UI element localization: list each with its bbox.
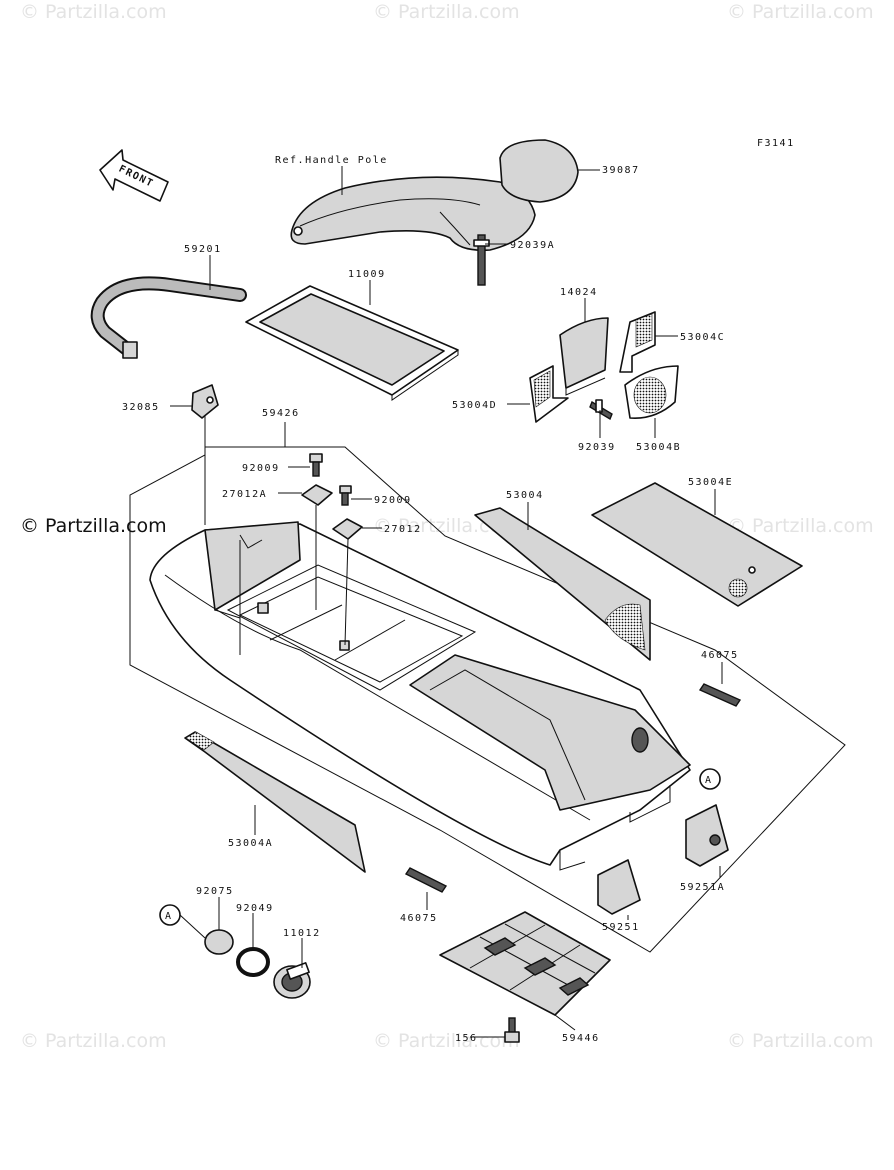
leader-lines <box>170 166 723 1038</box>
label-92049: 92049 <box>236 903 274 914</box>
watermarks: © Partzilla.com © Partzilla.com © Partzi… <box>20 1 874 1052</box>
part-92039A-pin <box>473 234 490 286</box>
hull-part <box>149 521 691 871</box>
watermark-bottom-left: © Partzilla.com <box>20 1030 167 1052</box>
part-53004E-panel <box>591 482 803 607</box>
part-27012A-nut <box>301 484 333 506</box>
part-92075-cap <box>204 929 234 955</box>
watermark-top-center: © Partzilla.com <box>373 1 520 23</box>
part-59251-bracket <box>597 859 641 915</box>
part-11012-cover <box>273 962 311 999</box>
part-53004D-cover <box>529 365 569 423</box>
label-53004E: 53004E <box>688 477 733 488</box>
label-59426: 59426 <box>262 408 300 419</box>
label-11009: 11009 <box>348 269 386 280</box>
label-59201: 59201 <box>184 244 222 255</box>
label-53004C: 53004C <box>680 332 725 343</box>
part-59201-rail <box>90 276 247 359</box>
part-labels: Ref.Handle Pole 39087 92039A 59201 11009… <box>122 155 739 1044</box>
watermark-middle-right: © Partzilla.com <box>727 515 874 537</box>
front-arrow-icon: FRONT <box>99 149 169 202</box>
part-92009-bolt-b <box>339 485 352 506</box>
label-53004B: 53004B <box>636 442 681 453</box>
callout-a-left: A <box>159 904 181 926</box>
part-92009-bolt-a <box>309 453 323 477</box>
callout-a-right: A <box>699 768 721 790</box>
label-59251A: 59251A <box>680 882 725 893</box>
figure-code: F3141 <box>757 138 795 149</box>
label-59251: 59251 <box>602 922 640 933</box>
part-32085-block <box>191 384 219 419</box>
part-53004A-side-cover <box>184 731 366 873</box>
label-92009-a: 92009 <box>242 463 280 474</box>
label-53004A: 53004A <box>228 838 273 849</box>
watermark-bottom-center: © Partzilla.com <box>373 1030 520 1052</box>
part-53004B-cover <box>624 365 679 419</box>
watermark-top-right: © Partzilla.com <box>727 1 874 23</box>
reference-label: Ref.Handle Pole <box>275 155 388 166</box>
label-92009-b: 92009 <box>374 495 412 506</box>
watermark-bottom-right: © Partzilla.com <box>727 1030 874 1052</box>
label-92075: 92075 <box>196 886 234 897</box>
callout-a-left-label: A <box>165 911 171 922</box>
label-32085: 32085 <box>122 402 160 413</box>
part-11009-gasket <box>245 285 459 401</box>
part-59251A-bracket <box>685 804 729 867</box>
part-27012-nut <box>332 518 363 540</box>
label-27012A: 27012A <box>222 489 267 500</box>
label-92039: 92039 <box>578 442 616 453</box>
label-46075-b: 46075 <box>400 913 438 924</box>
part-59446-grate <box>439 911 611 1016</box>
label-53004D: 53004D <box>452 400 497 411</box>
label-59446: 59446 <box>562 1033 600 1044</box>
watermark-middle-left: © Partzilla.com <box>20 515 167 537</box>
assembly-frame <box>129 446 846 953</box>
label-39087: 39087 <box>602 165 640 176</box>
part-39087-pad <box>499 139 579 203</box>
part-14024-bracket <box>559 317 609 396</box>
callout-a-right-label: A <box>705 775 711 786</box>
part-92049-ring <box>236 947 270 977</box>
label-46075-a: 46075 <box>701 650 739 661</box>
part-46075-strip-a <box>698 683 742 707</box>
label-53004: 53004 <box>506 490 544 501</box>
handle-pole-part <box>290 176 536 252</box>
label-92039A: 92039A <box>510 240 555 251</box>
label-156: 156 <box>455 1033 478 1044</box>
part-53004C-cover <box>619 311 656 373</box>
part-92039-pin <box>589 399 613 421</box>
label-14024: 14024 <box>560 287 598 298</box>
part-53004-side-cover <box>474 507 651 661</box>
part-46075-strip-b <box>404 867 448 893</box>
label-11012: 11012 <box>283 928 321 939</box>
watermark-top-left: © Partzilla.com <box>20 1 167 23</box>
label-27012: 27012 <box>384 524 422 535</box>
